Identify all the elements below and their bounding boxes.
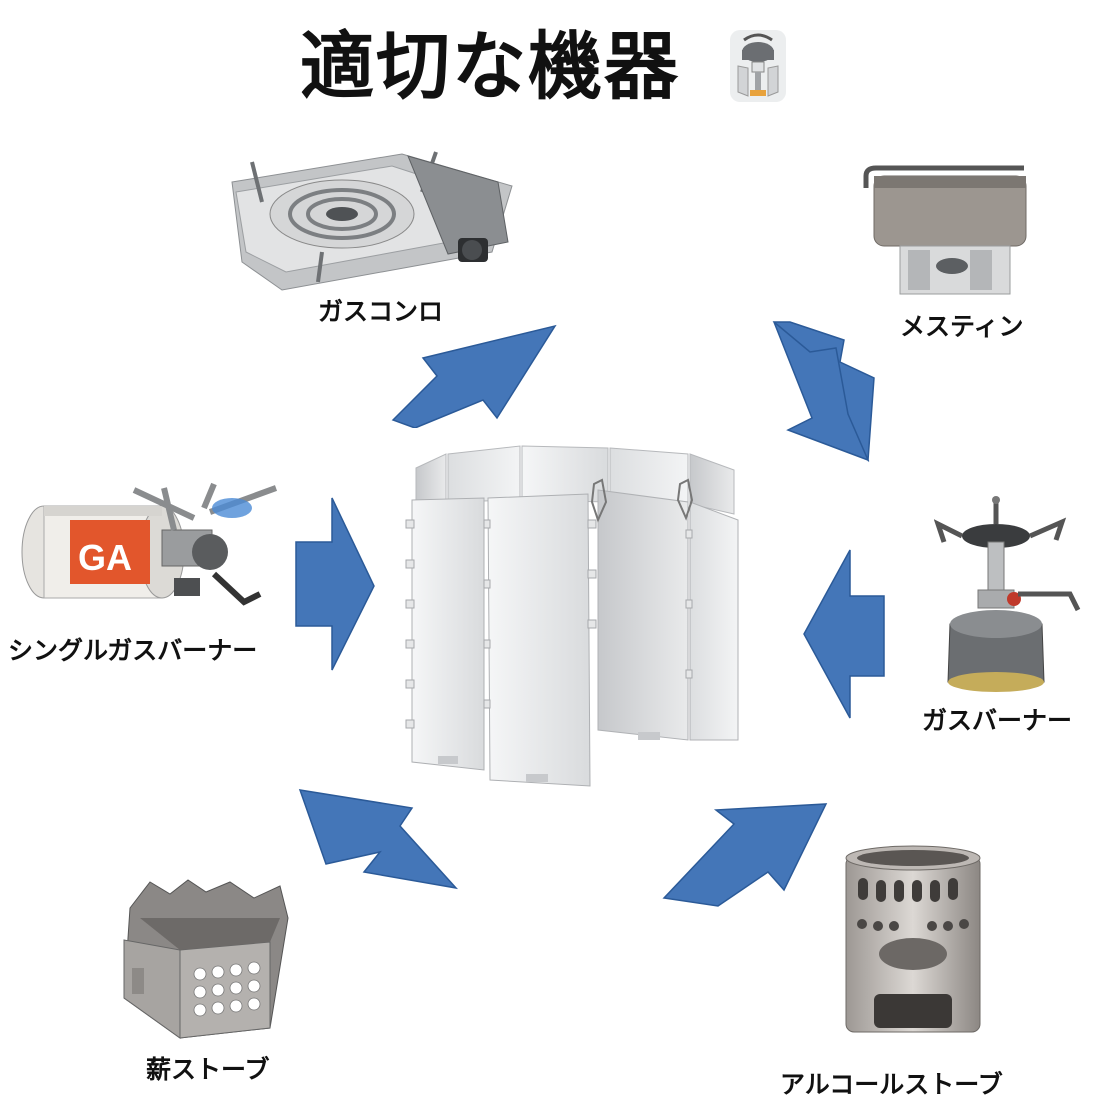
alcohol-stove-icon bbox=[838, 844, 988, 1044]
arrow-icon bbox=[660, 798, 830, 910]
stove-with-kettle-icon bbox=[726, 26, 790, 106]
item-label: メスティン bbox=[900, 312, 1024, 341]
page-title: 適切な機器 bbox=[300, 24, 680, 110]
wood-stove-icon bbox=[120, 878, 298, 1046]
windscreen-image bbox=[398, 440, 748, 790]
item-label: ガスコンロ bbox=[318, 297, 444, 326]
arrow-icon bbox=[800, 546, 890, 726]
svg-text:GA: GA bbox=[78, 537, 132, 578]
mess-tin-icon bbox=[860, 158, 1036, 302]
arrow-icon bbox=[292, 494, 378, 674]
single-gas-burner-icon: GA bbox=[14, 478, 282, 614]
item-label: アルコールストーブ bbox=[780, 1070, 1003, 1099]
item-label: 薪ストーブ bbox=[146, 1055, 270, 1084]
arrow-icon bbox=[770, 318, 880, 478]
arrow-icon bbox=[296, 782, 460, 892]
gas-burner-icon bbox=[934, 494, 1082, 694]
item-label: シングルガスバーナー bbox=[8, 636, 258, 665]
arrow-icon bbox=[385, 318, 565, 428]
item-label: ガスバーナー bbox=[922, 706, 1073, 735]
gas-stove-icon bbox=[222, 142, 522, 292]
